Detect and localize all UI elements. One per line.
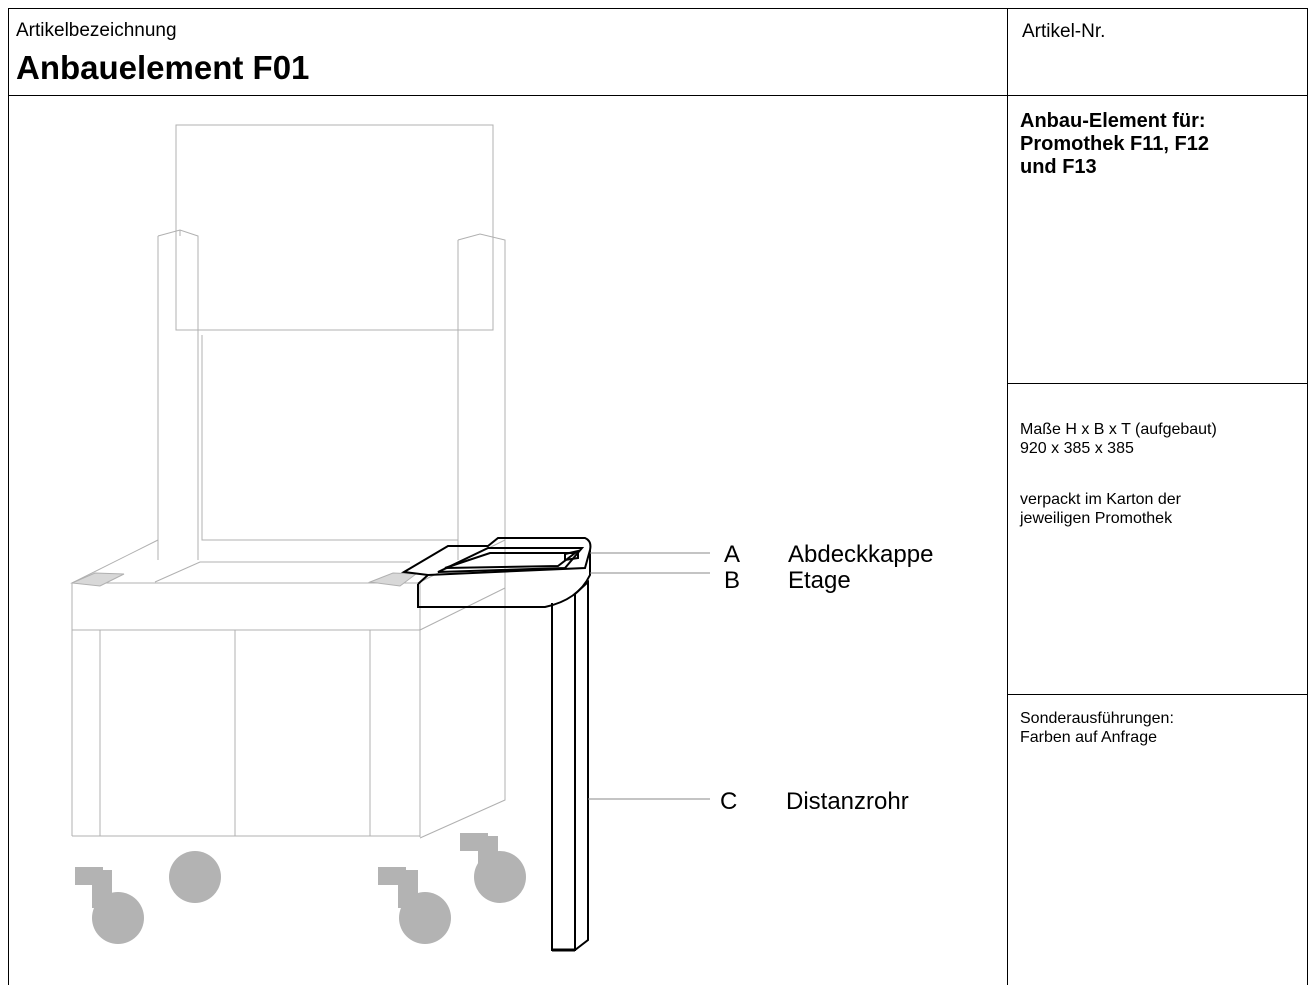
addon-for-line-3: und F13: [1020, 156, 1097, 178]
dimensions-label: Maße H x B x T (aufgebaut): [1020, 421, 1217, 438]
part-b-name: Etage: [788, 567, 851, 594]
callout-lines: [588, 552, 710, 800]
frame-top-border: [8, 8, 1307, 9]
dimensions-value: 920 x 385 x 385: [1020, 440, 1134, 457]
addon-for-line-2: Promothek F11, F12: [1020, 133, 1209, 155]
frame-right-border: [1307, 8, 1308, 985]
special-label: Sonderausführungen:: [1020, 710, 1174, 727]
part-c-name: Distanzrohr: [786, 788, 909, 815]
page-title: Anbauelement F01: [16, 49, 310, 86]
info-divider-2: [1007, 694, 1308, 695]
promothek-ghost: [71, 124, 506, 839]
header-divider: [8, 95, 1308, 96]
designation-label: Artikelbezeichnung: [16, 20, 177, 41]
addon-for-line-1: Anbau-Element für:: [1020, 110, 1206, 132]
part-a-letter: A: [724, 541, 741, 568]
packaging-line-1: verpackt im Karton der: [1020, 491, 1181, 508]
packaging-line-2: jeweiligen Promothek: [1020, 510, 1173, 527]
addon-element: [400, 537, 592, 952]
special-value: Farben auf Anfrage: [1020, 729, 1157, 746]
info-divider-1: [1007, 383, 1308, 384]
column-divider: [1007, 8, 1008, 985]
frame-left-border: [8, 8, 9, 985]
part-a-name: Abdeckkappe: [788, 541, 934, 568]
corner-caps: [70, 572, 418, 587]
part-b-letter: B: [724, 567, 741, 594]
article-number-label: Artikel-Nr.: [1022, 21, 1106, 42]
wheels: [75, 833, 526, 944]
part-c-letter: C: [720, 788, 738, 815]
